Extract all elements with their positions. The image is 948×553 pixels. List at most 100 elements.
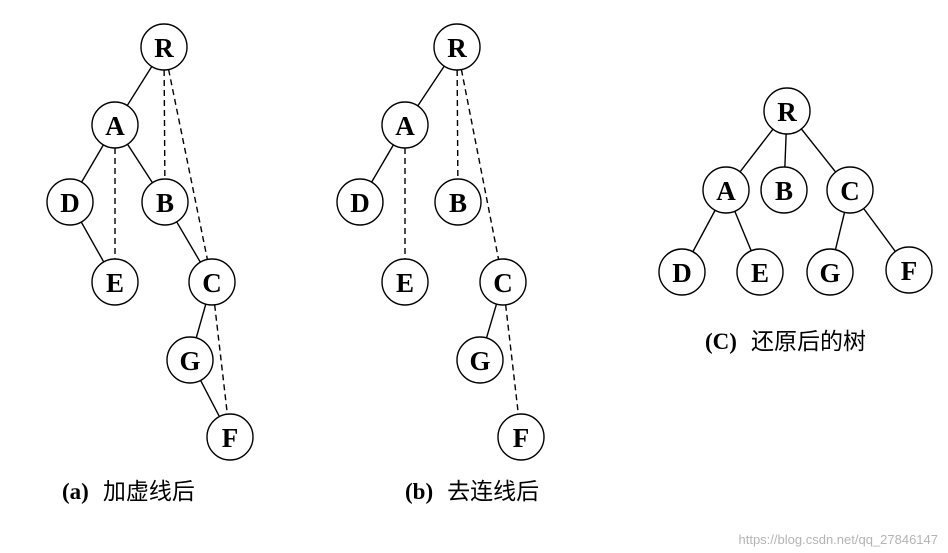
node-a-E-circle	[91, 258, 139, 306]
node-a-B-circle	[141, 178, 189, 226]
node-b-F: F	[497, 413, 545, 461]
node-a-F-label: F	[222, 423, 239, 453]
node-c-D-circle	[658, 248, 706, 296]
node-c-R: R	[763, 87, 811, 135]
dashed-edge-b-R-C	[460, 69, 500, 260]
node-c-B-label: B	[775, 176, 793, 206]
node-c-F-circle	[885, 246, 933, 294]
node-b-F-label: F	[513, 423, 530, 453]
caption-b-tag: (b)	[405, 479, 434, 504]
edges-layer	[80, 65, 896, 417]
node-c-A-circle	[702, 166, 750, 214]
edge-a-A-B	[126, 143, 154, 184]
node-a-F: F	[206, 413, 254, 461]
node-b-F-circle	[497, 413, 545, 461]
dashed-edge-b-R-B	[456, 69, 459, 180]
node-b-C-circle	[479, 258, 527, 306]
node-a-B: B	[141, 178, 189, 226]
node-b-A-circle	[381, 101, 429, 149]
edge-a-C-G	[195, 303, 207, 339]
node-c-D-label: D	[672, 258, 692, 288]
node-a-G: G	[166, 336, 214, 384]
node-a-D-label: D	[60, 188, 80, 218]
caption-c: (C) 还原后的树	[705, 322, 866, 356]
node-a-C-label: C	[202, 268, 222, 298]
node-b-A: A	[381, 101, 429, 149]
dashed-edge-b-C-F	[504, 304, 520, 415]
node-b-D-circle	[336, 178, 384, 226]
edge-a-R-A	[126, 66, 153, 106]
node-b-G-circle	[456, 336, 504, 384]
node-b-R-circle	[433, 23, 481, 71]
edge-c-R-C	[800, 128, 837, 173]
node-b-D: D	[336, 178, 384, 226]
node-b-B-label: B	[449, 188, 467, 218]
node-a-D: D	[46, 178, 94, 226]
edge-b-R-A	[417, 65, 445, 107]
node-c-A: A	[702, 166, 750, 214]
node-c-C-label: C	[840, 176, 860, 206]
edge-c-R-A	[739, 128, 774, 173]
node-a-R-circle	[140, 23, 188, 71]
caption-b-text: 去连线后	[447, 479, 540, 504]
caption-b: (b) 去连线后	[405, 472, 539, 506]
node-a-G-label: G	[179, 346, 200, 376]
node-c-E: E	[736, 248, 784, 296]
caption-a-text: 加虚线后	[102, 479, 195, 504]
edge-c-R-B	[784, 133, 787, 168]
node-a-A-label: A	[105, 111, 125, 141]
node-b-A-label: A	[395, 111, 415, 141]
node-a-R: R	[140, 23, 188, 71]
node-c-B-circle	[760, 166, 808, 214]
edge-a-G-F	[199, 380, 221, 417]
node-c-A-label: A	[716, 176, 736, 206]
edge-c-C-F	[863, 208, 896, 252]
edge-a-B-C	[176, 221, 201, 263]
node-c-E-label: E	[751, 258, 769, 288]
node-b-C-label: C	[493, 268, 513, 298]
dashed-edge-a-R-B	[163, 69, 166, 180]
caption-a: (a) 加虚线后	[62, 472, 195, 506]
edge-b-C-G	[485, 303, 498, 339]
node-a-A: A	[91, 101, 139, 149]
node-b-R: R	[433, 23, 481, 71]
node-c-G-circle	[806, 248, 854, 296]
node-b-C: C	[479, 258, 527, 306]
node-b-G-label: G	[469, 346, 490, 376]
node-a-R-label: R	[154, 33, 174, 63]
node-a-E: E	[91, 258, 139, 306]
node-c-C: C	[826, 166, 874, 214]
node-c-R-label: R	[777, 97, 797, 127]
edge-a-A-D	[81, 144, 104, 183]
node-b-D-label: D	[350, 188, 370, 218]
node-c-F: F	[885, 246, 933, 294]
node-b-G: G	[456, 336, 504, 384]
node-a-E-label: E	[106, 268, 124, 298]
node-a-D-circle	[46, 178, 94, 226]
node-b-E: E	[381, 258, 429, 306]
edge-c-A-D	[692, 209, 716, 253]
watermark: https://blog.csdn.net/qq_27846147	[738, 532, 939, 547]
node-c-D: D	[658, 248, 706, 296]
node-c-C-circle	[826, 166, 874, 214]
node-a-F-circle	[206, 413, 254, 461]
edge-c-C-G	[834, 212, 846, 250]
caption-a-tag: (a)	[62, 479, 89, 504]
node-c-G-label: G	[819, 258, 840, 288]
node-a-B-label: B	[156, 188, 174, 218]
node-b-B-circle	[434, 178, 482, 226]
edge-a-D-E	[80, 221, 105, 263]
node-c-R-circle	[763, 87, 811, 135]
node-a-C: C	[188, 258, 236, 306]
nodes-layer: R A D B E C G F R A D B E C G F R A B C D E G F	[46, 23, 933, 461]
node-b-E-circle	[381, 258, 429, 306]
caption-c-text: 还原后的树	[750, 329, 866, 354]
node-b-B: B	[434, 178, 482, 226]
node-c-F-label: F	[901, 256, 918, 286]
dashed-edge-a-C-F	[213, 304, 229, 415]
edge-c-A-E	[734, 210, 752, 252]
node-a-A-circle	[91, 101, 139, 149]
node-c-B: B	[760, 166, 808, 214]
caption-c-tag: (C)	[705, 329, 737, 354]
